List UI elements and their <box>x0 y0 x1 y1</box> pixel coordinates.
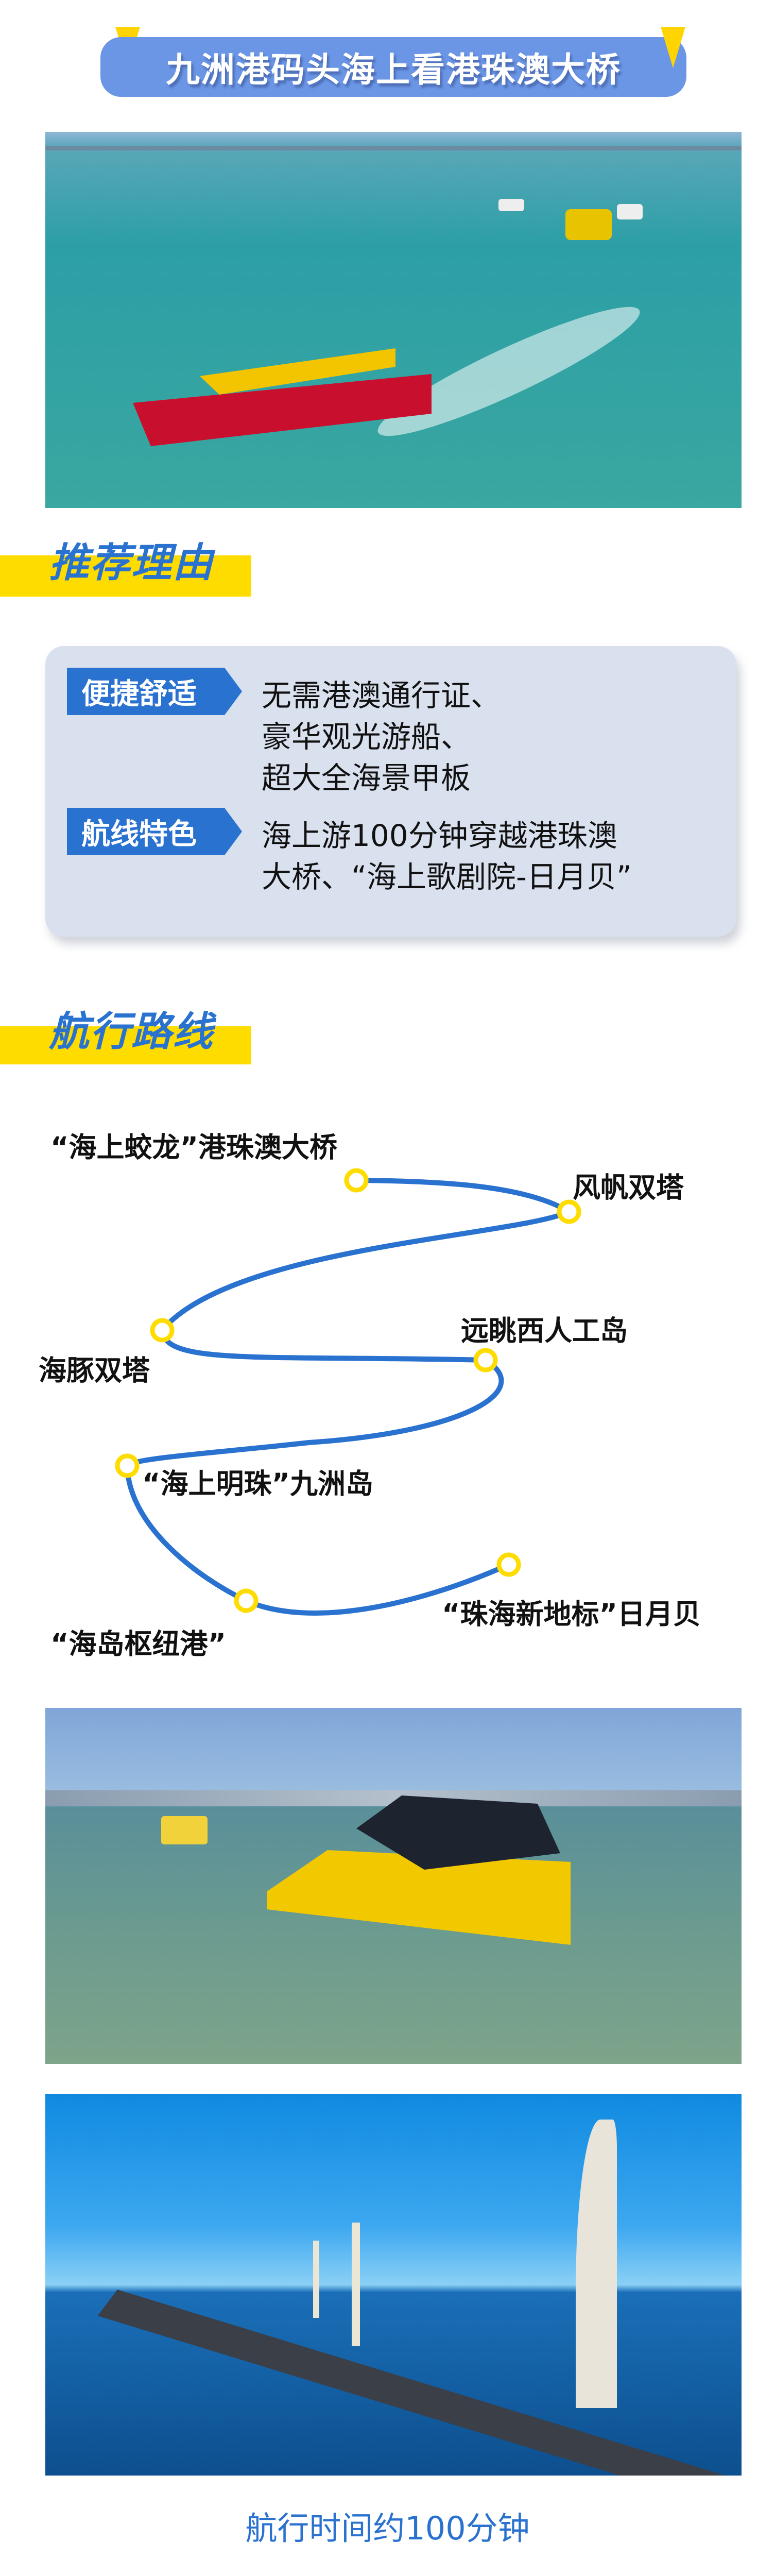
route-stop-4 <box>473 1348 498 1372</box>
route-map <box>115 1168 581 1616</box>
route-line <box>124 1178 575 1616</box>
stop-label-sail-towers: 风帆双塔 <box>573 1171 684 1204</box>
photo-hzmb-bridge <box>45 2094 742 2476</box>
reason-tag-comfort: 便捷舒适 <box>67 668 242 715</box>
stop-label-west-island: 远眺西人工岛 <box>461 1314 628 1347</box>
reason-line: 海上游100分钟穿越港珠澳 <box>262 818 617 853</box>
stop-label-island-hub: “海岛枢纽港” <box>50 1628 226 1660</box>
reason-text-comfort: 无需港澳通行证、 豪华观光游船、 超大全海景甲板 <box>262 675 501 799</box>
route-stop-1 <box>344 1168 369 1193</box>
route-stop-5 <box>115 1453 140 1478</box>
reason-line: 超大全海景甲板 <box>262 760 471 795</box>
reason-line: 无需港澳通行证、 <box>262 678 501 713</box>
stop-label-sun-moon-shell: “珠海新地标”日月贝 <box>442 1598 701 1631</box>
ship-wake <box>368 289 649 454</box>
section-heading-reasons: 推荐理由 <box>49 540 214 586</box>
sail-tower <box>576 2120 617 2408</box>
page-title: 九洲港码头海上看港珠澳大桥 <box>100 37 686 97</box>
reason-tag-route: 航线特色 <box>67 808 242 855</box>
section-heading-route: 航行路线 <box>49 1009 214 1055</box>
reason-line: 大桥、“海上歌剧院-日月贝” <box>262 859 632 894</box>
route-stop-7 <box>496 1552 521 1577</box>
stop-label-bridge: “海上蛟龙”港珠澳大桥 <box>50 1131 337 1164</box>
section-bar-route <box>0 1026 251 1064</box>
photo-red-cruise-ship <box>45 132 742 508</box>
route-stop-2 <box>557 1199 581 1224</box>
reason-line: 豪华观光游船、 <box>262 719 471 754</box>
stop-label-dolphin-towers: 海豚双塔 <box>39 1354 150 1387</box>
stop-label-jiuzhou-island: “海上明珠”九洲岛 <box>142 1467 373 1500</box>
bridge-deck <box>97 2290 742 2476</box>
photo-yellow-yacht <box>45 1708 742 2064</box>
reason-text-route: 海上游100分钟穿越港珠澳 大桥、“海上歌剧院-日月贝” <box>262 815 632 897</box>
route-stop-3 <box>150 1318 175 1343</box>
section-bar-reasons <box>0 555 251 597</box>
route-stop-6 <box>234 1588 259 1613</box>
banner-decoration-right <box>661 27 685 68</box>
duration-caption: 航行时间约100分钟 <box>245 2510 530 2547</box>
page-title-text: 九洲港码头海上看港珠澳大桥 <box>166 50 621 90</box>
